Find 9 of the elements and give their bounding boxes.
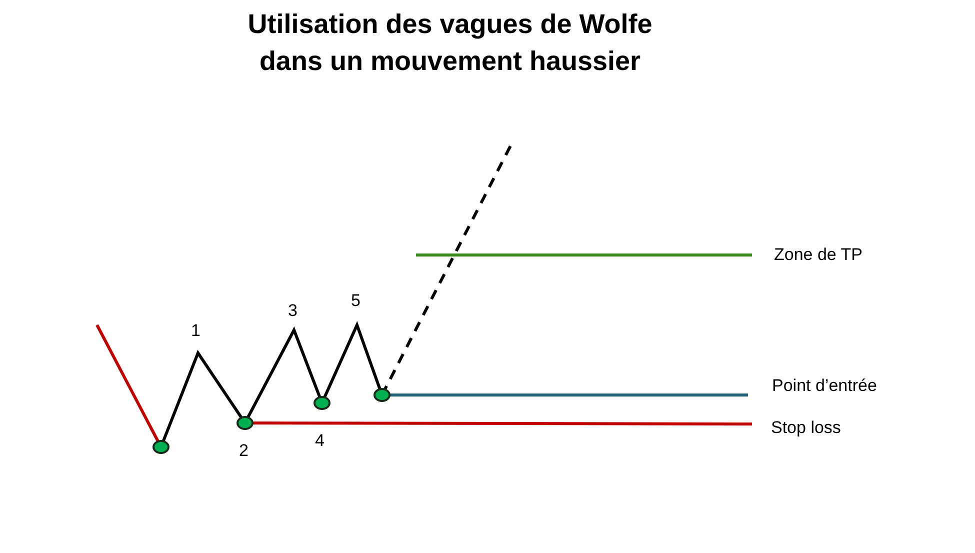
level-label: Point d’entrée xyxy=(772,376,877,396)
wave-number: 2 xyxy=(239,441,248,461)
title: Utilisation des vagues de Wolfe dans un mouvement haussier xyxy=(246,8,654,78)
wave-number: 3 xyxy=(288,301,298,321)
level-label: Stop loss xyxy=(771,418,841,438)
wave-number: 1 xyxy=(191,321,200,341)
wave-number: 4 xyxy=(315,431,324,451)
level-label: Zone de TP xyxy=(774,245,863,265)
wave-number: 5 xyxy=(351,291,360,311)
